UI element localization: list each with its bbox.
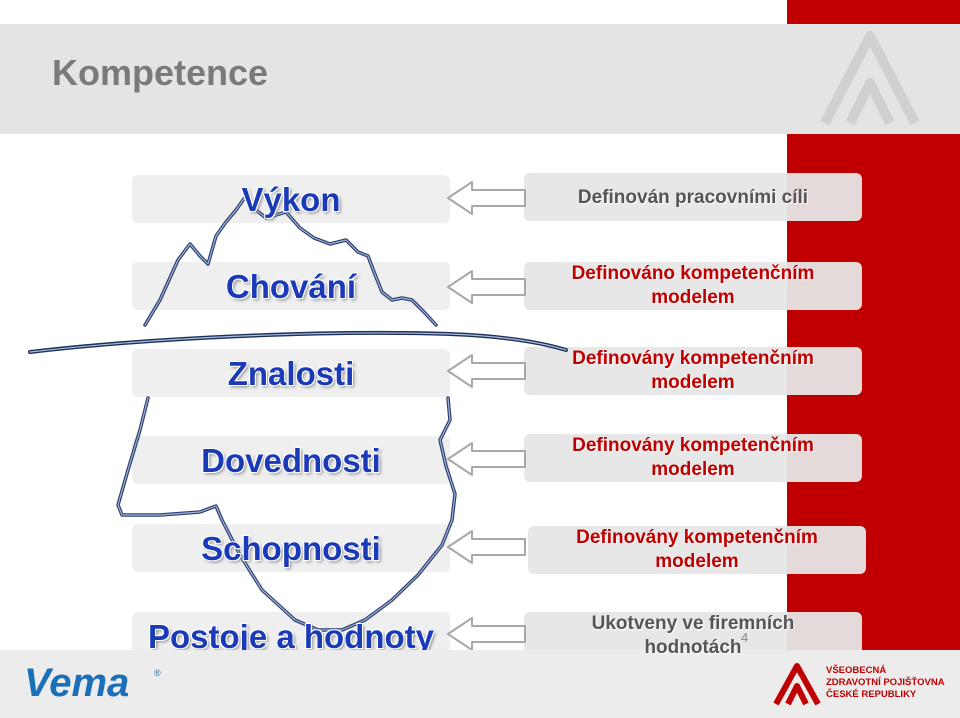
label-postoje-a-hodnoty: Postoje a hodnoty [147,618,434,655]
description-line: Definovány kompetenčním [572,435,814,456]
right-box-5 [528,526,866,574]
description-line: Ukotveny ve firemních [591,613,795,634]
slide-footer [0,650,960,718]
description-chovani: Definováno kompetenčním modelem [524,262,862,310]
vzp-logo-icon [773,663,821,706]
vema-logo-text: Vema [24,661,129,704]
right-box-3 [524,347,862,395]
right-box-4 [524,434,862,482]
description-line: Definováno kompetenčním [571,263,815,284]
vzp-logo-line: ZDRAVOTNÍ POJIŠŤOVNA [826,677,945,688]
left-box-znalosti [132,349,450,397]
vzp-watermark-logo-icon [820,31,920,126]
arrow-left-icon [447,181,526,215]
description-line: modelem [651,459,735,480]
vzp-logo-line: VŠEOBECNÁ [826,665,887,676]
description-znalosti: Definovány kompetenčním modelem [524,347,862,395]
right-box-1 [524,173,862,221]
vzp-logo-line: ČESKÉ REPUBLIKY [826,689,917,700]
vema-logo-mark: ® [154,668,161,678]
description-line: Definovány kompetenčním [572,348,814,369]
right-box-2 [524,262,862,310]
arrow-left-icon [447,442,526,476]
description-line: Definován pracovními cíli [577,187,809,208]
label-znalosti: Znalosti [227,355,355,392]
arrow-left-icon [447,270,526,304]
description-vykon: Definován pracovními cíli [524,186,862,210]
description-line: hodnotách [644,637,742,658]
arrow-left-icon [447,354,526,388]
description-postoje: Ukotveny ve firemních hodnotách [524,612,862,660]
arrow-left-icon [447,530,526,564]
vzp-logo-text: VŠEOBECNÁ ZDRAVOTNÍ POJIŠŤOVNA ČESKÉ REP… [826,665,945,701]
description-line: Definovány kompetenčním [576,527,818,548]
label-dovednosti: Dovednosti [201,442,381,479]
label-chovani: Chování [225,268,357,305]
description-schopnosti: Definovány kompetenčním modelem [528,526,866,574]
label-vykon: Výkon [241,181,341,218]
description-line: modelem [651,372,735,393]
page-number: 4 [741,630,749,645]
label-schopnosti: Schopnosti [201,530,381,567]
arrow-left-icon [447,617,526,651]
slide-title: Kompetence [52,52,269,93]
slide-header [0,24,960,134]
vema-logo: Vema ® [24,661,161,704]
description-line: modelem [651,287,735,308]
description-line: modelem [655,551,739,572]
description-dovednosti: Definovány kompetenčním modelem [524,434,862,482]
